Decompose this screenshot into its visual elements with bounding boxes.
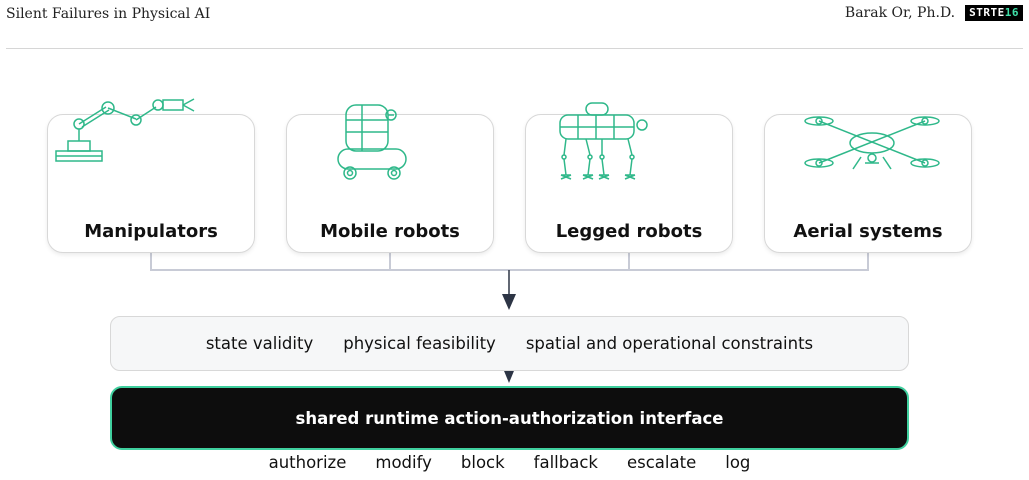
platform-label: Aerial systems	[793, 221, 943, 242]
slide-title: Silent Failures in Physical AI	[6, 6, 211, 22]
platform-card-manipulators: Manipulators	[47, 98, 255, 253]
action-block: block	[460, 453, 505, 472]
mobile-robot-icon	[337, 104, 407, 180]
action-escalate: escalate	[626, 453, 697, 472]
constraint-spatial-operational: spatial and operational constraints	[525, 334, 814, 353]
connector-aerial	[509, 253, 869, 271]
logo-accent: 16	[1004, 6, 1019, 19]
action-log: log	[725, 453, 751, 472]
platform-label: Legged robots	[555, 221, 703, 242]
constraint-state-validity: state validity	[205, 334, 314, 353]
drone-icon	[804, 116, 940, 170]
state16-logo: STRTE16	[965, 5, 1023, 21]
legged-robot-icon	[559, 102, 648, 180]
action-modify: modify	[375, 453, 432, 472]
action-authorize: authorize	[268, 453, 347, 472]
constraints-layer: state validity physical feasibility spat…	[110, 316, 909, 371]
arrow-down-icon	[502, 294, 516, 310]
connector-manipulators	[150, 253, 509, 271]
platform-card-aerial-systems: Aerial systems	[764, 114, 972, 253]
authorization-interface-box: shared runtime action-authorization inte…	[110, 386, 909, 450]
header-right: Barak Or, Ph.D. STRTE16	[845, 5, 1023, 21]
platform-card-mobile-robots: Mobile robots	[286, 104, 494, 253]
author-name: Barak Or, Ph.D.	[844, 5, 956, 21]
robot-arm-icon	[55, 98, 195, 162]
platform-label: Manipulators	[84, 221, 218, 242]
constraint-physical-feasibility: physical feasibility	[343, 334, 496, 353]
action-fallback: fallback	[533, 453, 598, 472]
action-list: authorize modify block fallback escalate…	[110, 453, 909, 472]
interface-label: shared runtime action-authorization inte…	[295, 408, 724, 428]
platform-card-legged-robots: Legged robots	[525, 102, 733, 253]
platform-label: Mobile robots	[320, 221, 460, 242]
logo-text: STRTE	[969, 6, 1005, 19]
header-divider	[6, 48, 1023, 49]
